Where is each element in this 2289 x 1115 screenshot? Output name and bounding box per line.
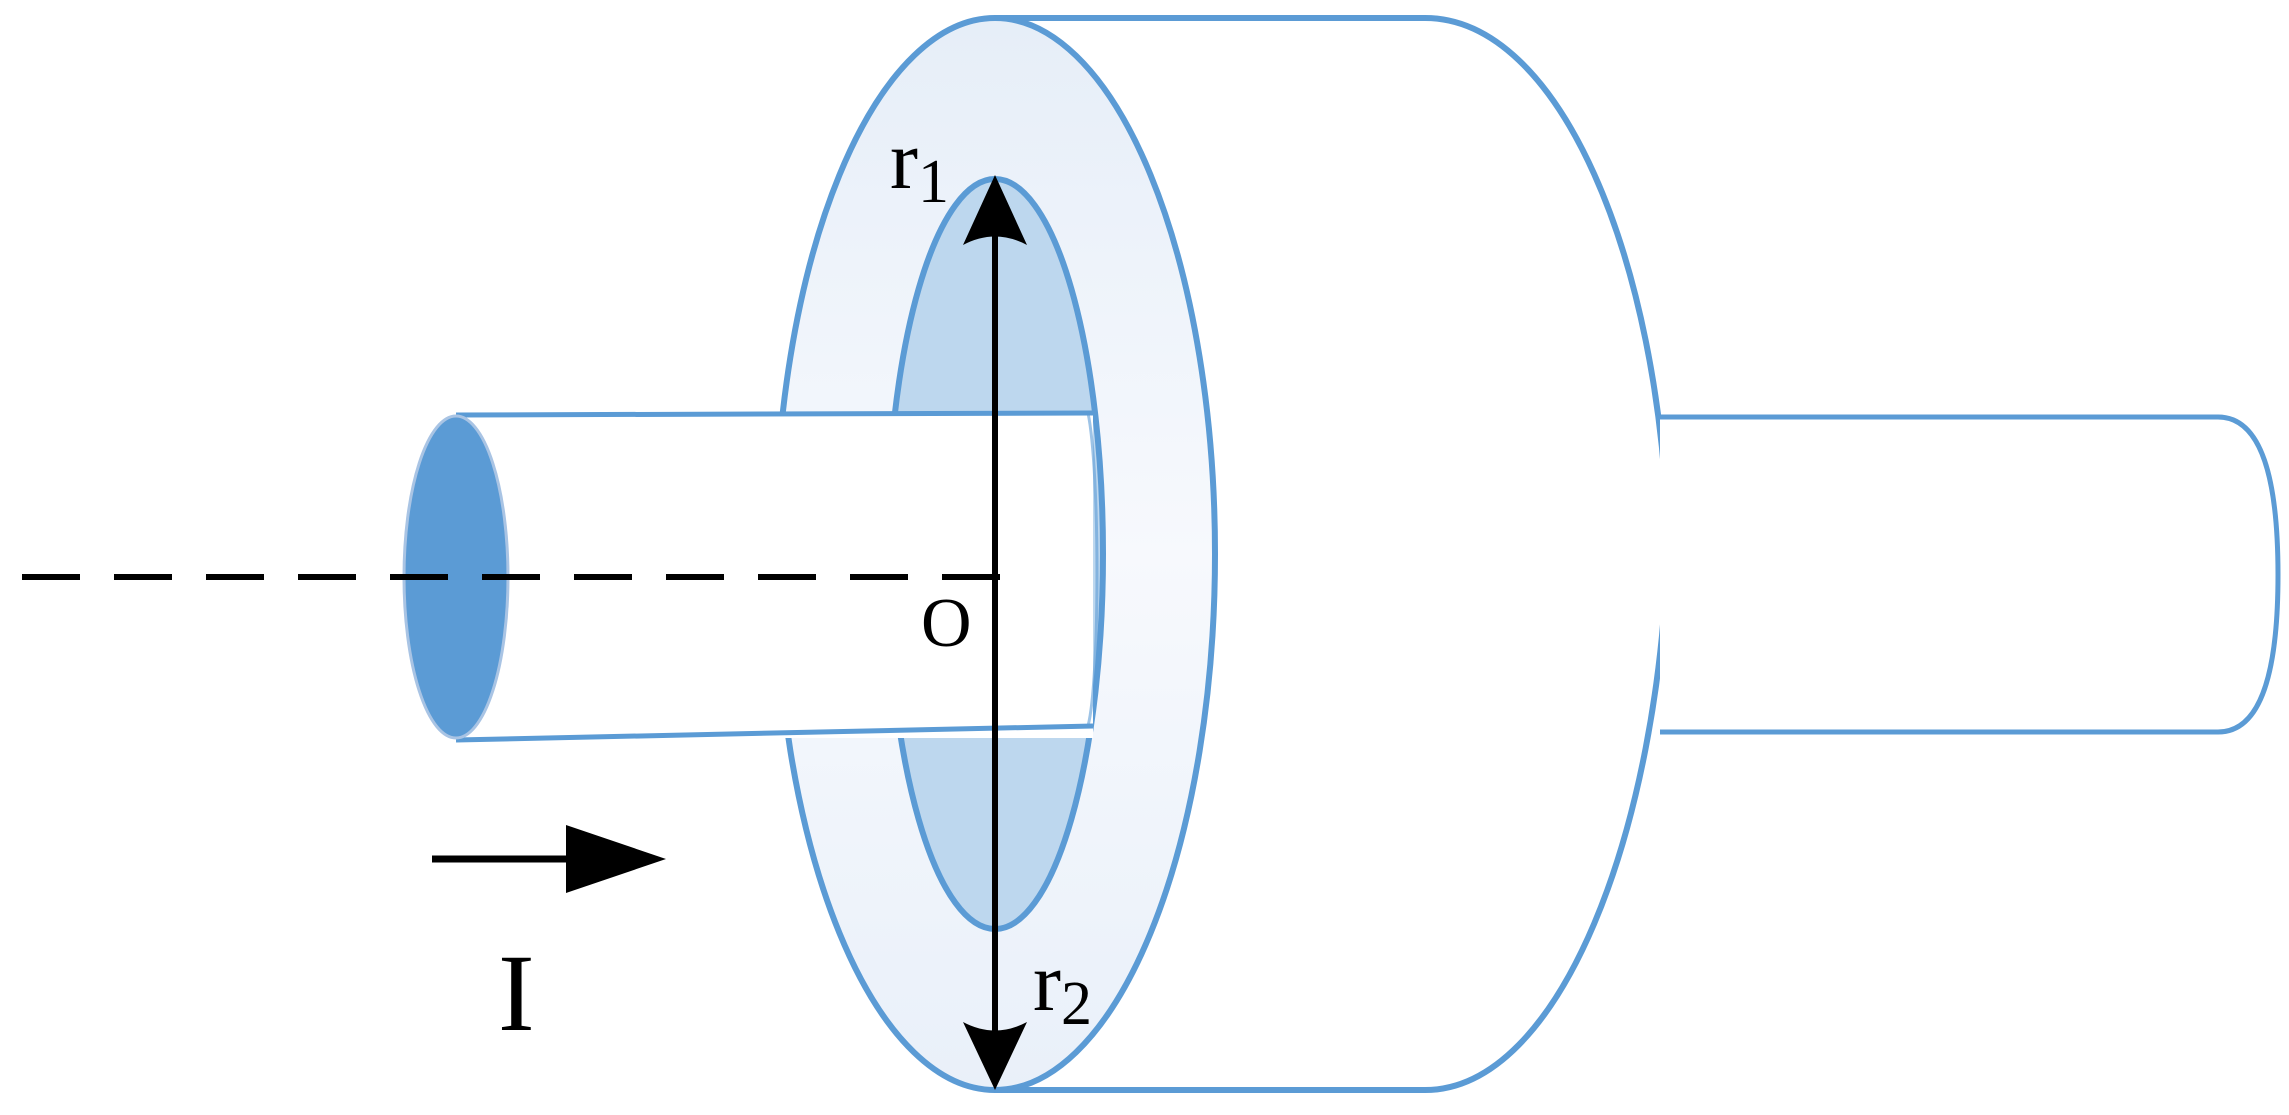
right-shaft-body	[1660, 414, 2281, 735]
left-shaft-right-edge	[1086, 412, 1099, 727]
label-current: I	[498, 932, 535, 1054]
label-r1-sub: 1	[918, 148, 949, 216]
label-origin: O	[921, 585, 972, 662]
current-arrow	[432, 825, 666, 893]
radius-arrow-head-up	[963, 175, 1027, 245]
label-r1-base: r	[890, 114, 918, 207]
label-r2: r2	[1033, 936, 1092, 1038]
current-arrow-head	[566, 825, 666, 893]
left-shaft-bottom-edge	[455, 723, 1094, 743]
right-shaft	[1660, 414, 2281, 735]
label-r1: r1	[890, 114, 949, 216]
left-shaft-top-edge	[455, 410, 1094, 418]
radius-arrow-head-down	[963, 1022, 1027, 1090]
radius-arrow	[963, 175, 1027, 1090]
label-r2-sub: 2	[1061, 970, 1092, 1038]
label-r2-base: r	[1033, 936, 1061, 1029]
